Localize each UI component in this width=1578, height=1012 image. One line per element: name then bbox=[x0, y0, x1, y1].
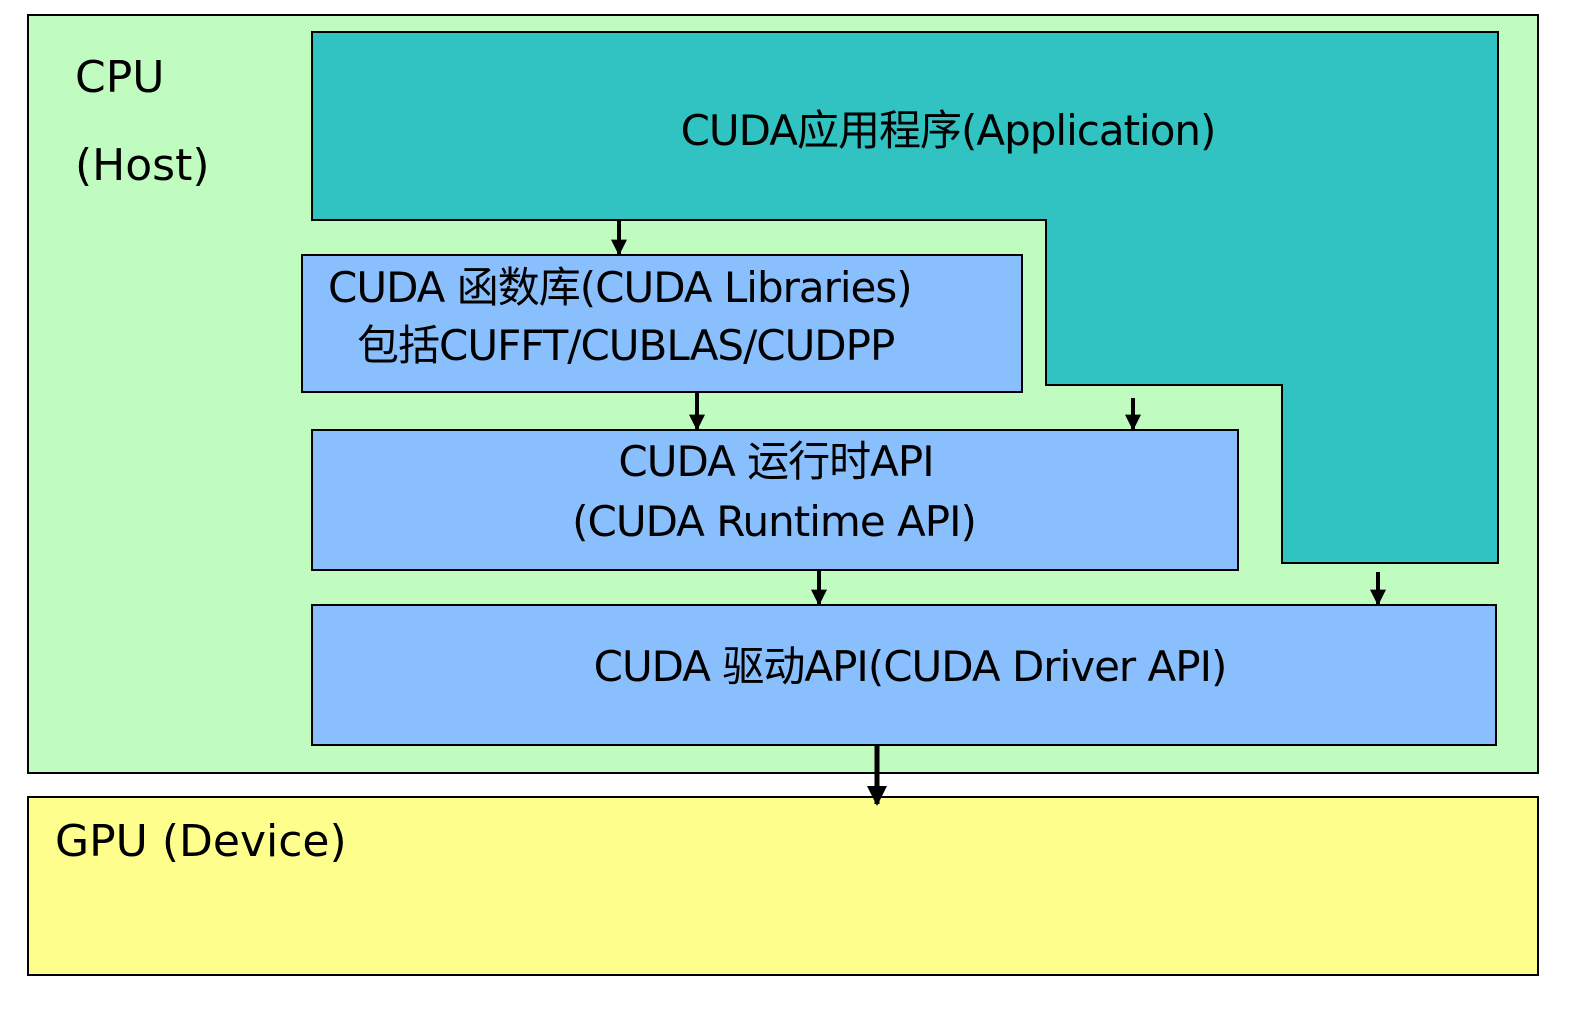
runtime-block bbox=[311, 429, 1239, 571]
libraries-label-line1: CUDA 函数库(CUDA Libraries) bbox=[328, 263, 913, 312]
driver-label: CUDA 驱动API(CUDA Driver API) bbox=[593, 642, 1228, 691]
runtime-label-line2: (CUDA Runtime API) bbox=[572, 497, 977, 546]
host-label-line2: (Host) bbox=[75, 140, 210, 191]
libraries-label-line2: 包括CUFFT/CUBLAS/CUDPP bbox=[357, 321, 895, 370]
device-label: GPU (Device) bbox=[55, 816, 347, 867]
application-label: CUDA应用程序(Application) bbox=[680, 106, 1217, 155]
runtime-label-line1: CUDA 运行时API bbox=[618, 437, 934, 486]
driver-block bbox=[311, 604, 1497, 746]
libraries-block bbox=[301, 254, 1023, 393]
device-region bbox=[27, 796, 1539, 976]
application-block bbox=[311, 31, 1499, 564]
host-label-line1: CPU bbox=[75, 52, 165, 103]
